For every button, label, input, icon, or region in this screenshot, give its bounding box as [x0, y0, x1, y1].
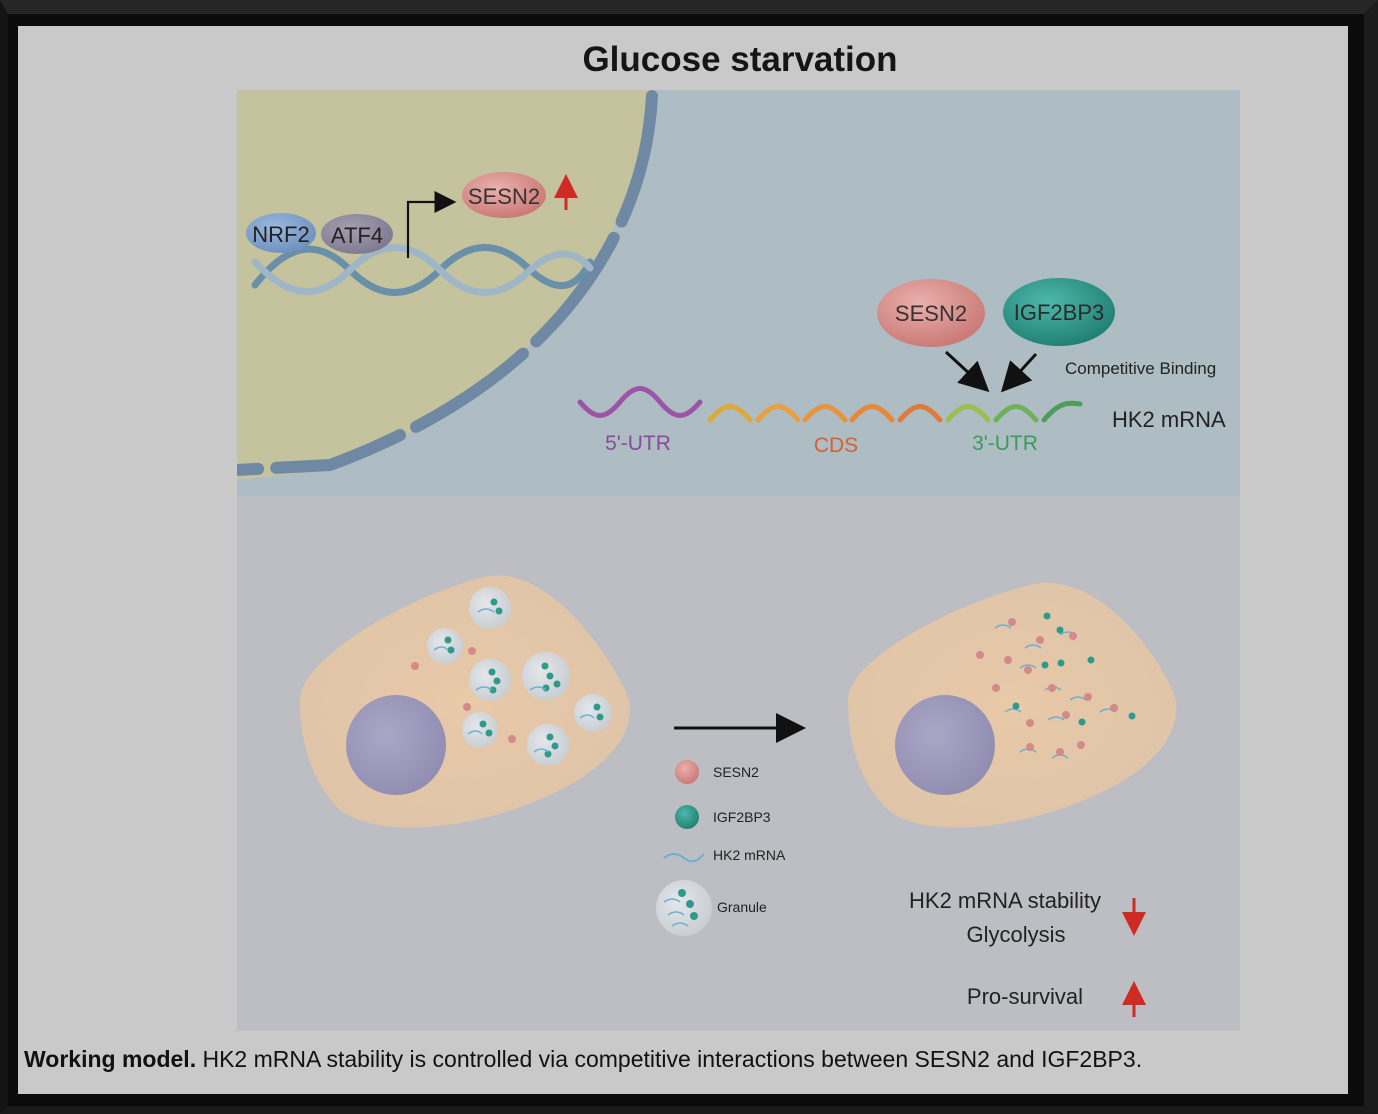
legend: SESN2 IGF2BP3 HK2 mRNA Granule — [656, 760, 786, 936]
sesn2-nuclear-label: SESN2 — [468, 184, 540, 209]
dispersed-molecules — [976, 612, 1136, 759]
outcome-stability: HK2 mRNA stability — [909, 888, 1101, 913]
region-3utr-label: 3'-UTR — [972, 432, 1038, 455]
legend-igf2bp3-label: IGF2BP3 — [713, 809, 771, 825]
dna-helix — [251, 244, 594, 296]
cell-before — [300, 575, 630, 828]
sesn2-cytoplasm: SESN2 — [877, 279, 985, 347]
legend-mrna-label: HK2 mRNA — [713, 847, 786, 863]
igf2bp3-binding-arrow — [1000, 352, 1038, 393]
region-cds-label: CDS — [814, 434, 858, 457]
igf2bp3-cytoplasm: IGF2BP3 — [1003, 278, 1115, 346]
hk2-mrna-label: HK2 mRNA — [1112, 407, 1226, 432]
nuclear-envelope — [237, 90, 658, 476]
cell-nucleus-left — [346, 695, 446, 795]
legend-sesn2-label: SESN2 — [713, 764, 759, 780]
cell-nucleus-right — [895, 695, 995, 795]
atf4-label: ATF4 — [331, 223, 383, 248]
outcome-prosurvival: Pro-survival — [967, 984, 1083, 1009]
figure-caption: Working model. HK2 mRNA stability is con… — [24, 1046, 1344, 1073]
legend-sesn2-swatch — [675, 760, 699, 784]
competitive-binding-label: Competitive Binding — [1065, 359, 1216, 378]
sesn2-nuclear: SESN2 — [462, 172, 546, 218]
legend-granule-label: Granule — [717, 899, 767, 915]
nrf2-label: NRF2 — [252, 222, 309, 247]
cell-after — [848, 582, 1177, 828]
caption-text: HK2 mRNA stability is controlled via com… — [196, 1046, 1143, 1072]
nucleus-region — [237, 90, 652, 480]
legend-mrna-swatch — [663, 853, 705, 863]
atf4-protein: ATF4 — [321, 214, 393, 254]
legend-igf2bp3-swatch — [675, 805, 699, 829]
outcome-glycolysis: Glycolysis — [966, 922, 1065, 947]
sesn2-binding-arrow — [944, 350, 990, 393]
caption-bold: Working model. — [24, 1046, 197, 1072]
figure-title: Glucose starvation — [582, 40, 898, 79]
stress-granules — [427, 587, 612, 766]
region-5utr-label: 5'-UTR — [605, 432, 671, 455]
igf2bp3-cyto-label: IGF2BP3 — [1014, 300, 1104, 325]
transcription-arrow — [406, 191, 457, 258]
sesn2-cyto-label: SESN2 — [895, 301, 967, 326]
hk2-mrna-strand — [577, 386, 1083, 423]
nrf2-protein: NRF2 — [246, 213, 316, 253]
legend-granule-swatch — [656, 880, 712, 936]
